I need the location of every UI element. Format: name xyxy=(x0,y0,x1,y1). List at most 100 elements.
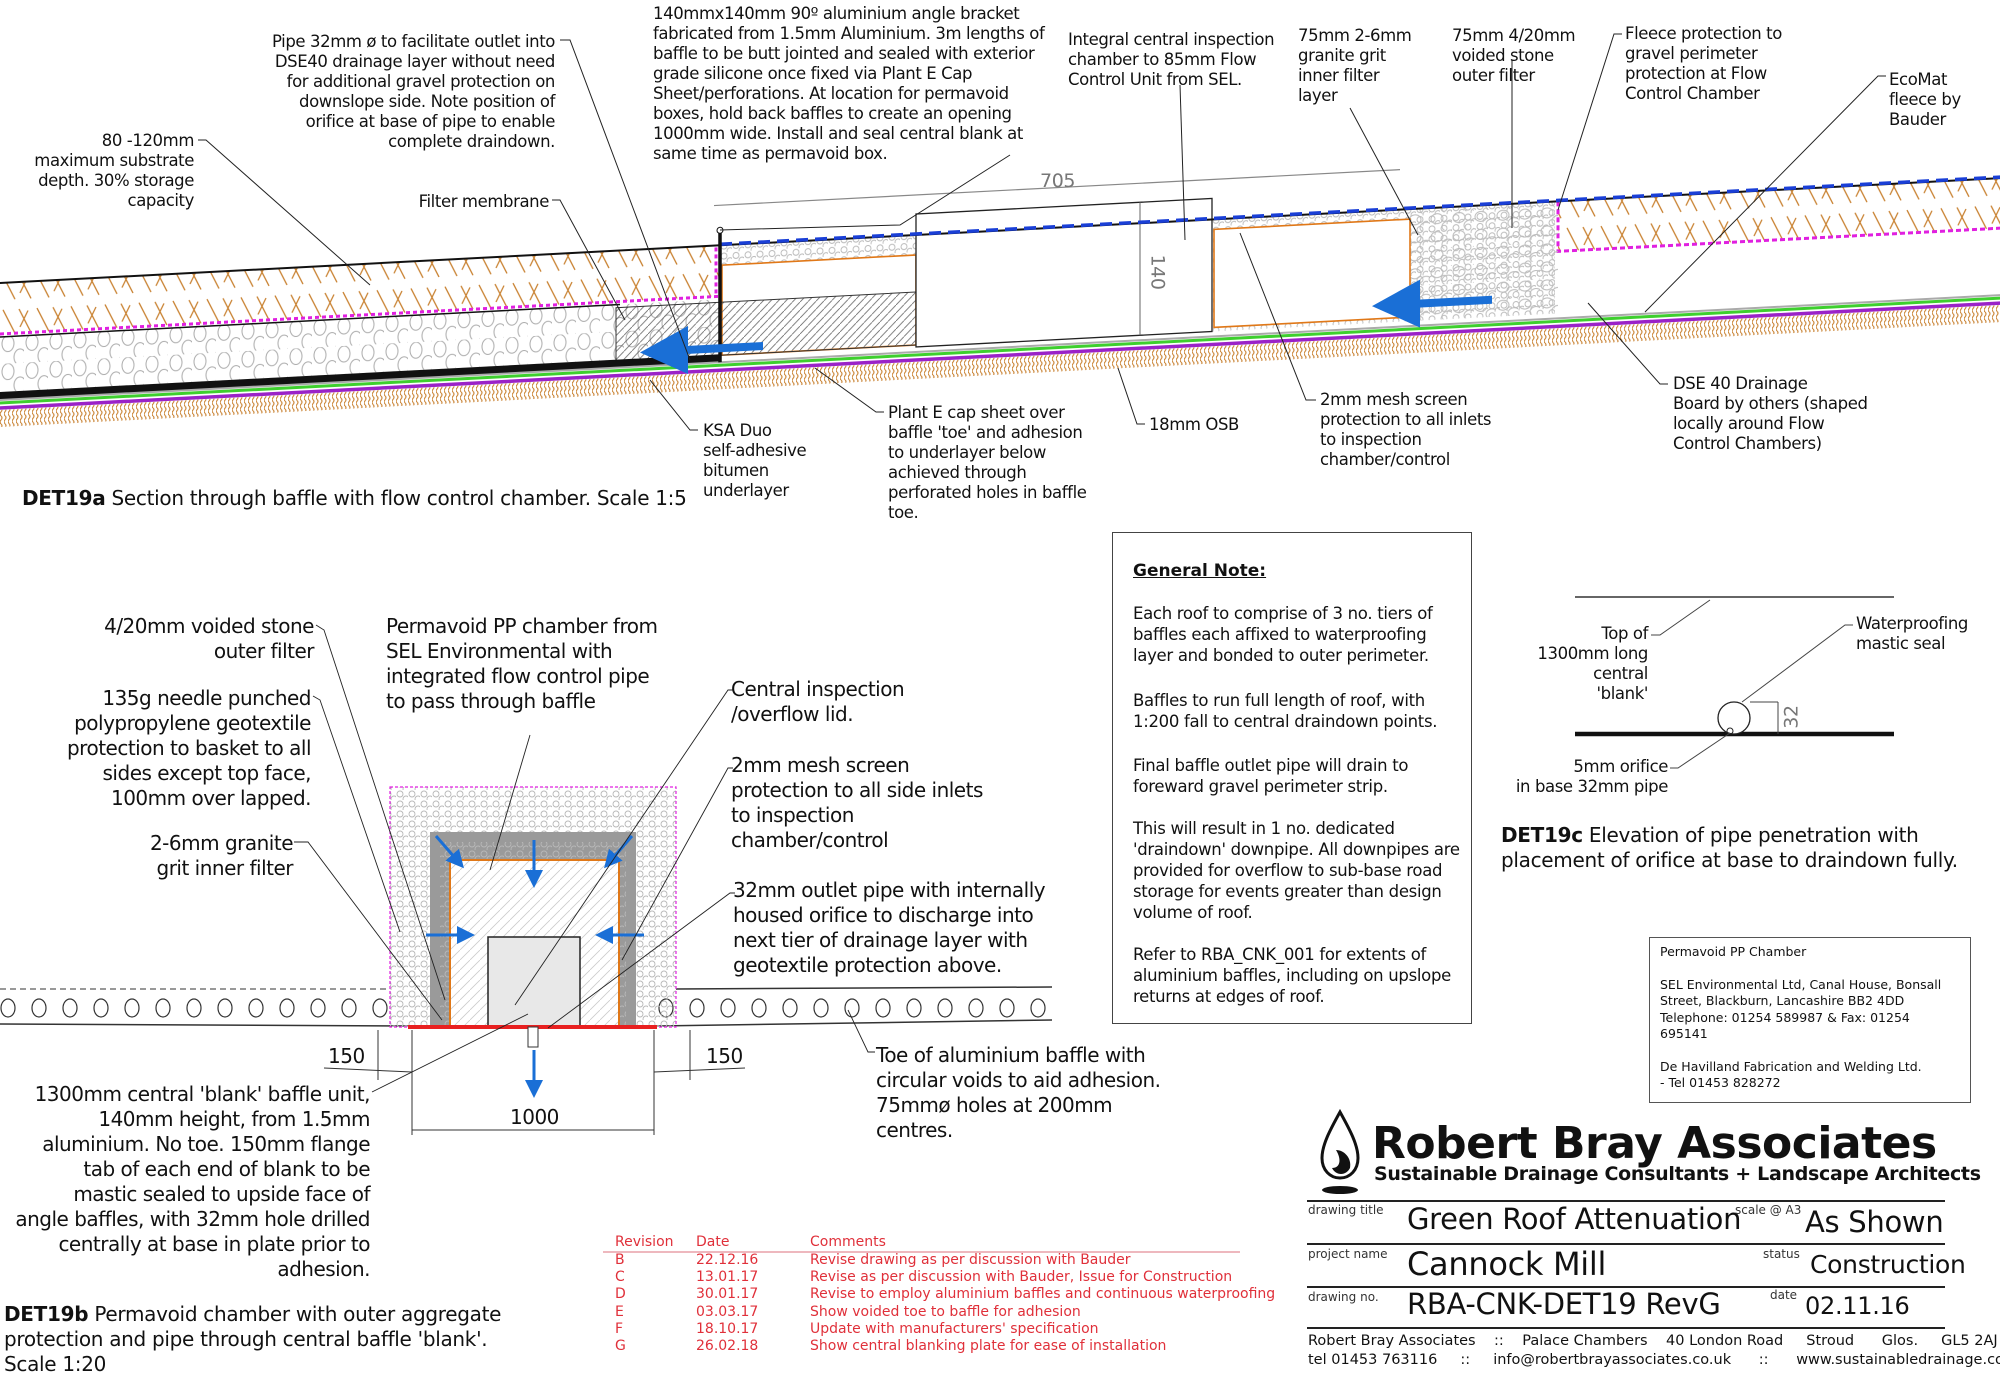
toe-hole xyxy=(279,998,295,1018)
toe-hole xyxy=(999,998,1015,1018)
label-osb: 18mm OSB xyxy=(1149,415,1239,434)
dimension-140: 140 xyxy=(1146,254,1169,290)
drawing-title-label: drawing title xyxy=(1308,1203,1384,1217)
title-block-rules xyxy=(1307,1200,1945,1329)
board-top-line xyxy=(0,303,620,338)
label-substrate-depth: 80 -120mm maximum substrate depth. 30% s… xyxy=(34,131,194,210)
toe-hole xyxy=(217,998,233,1018)
toe-hole xyxy=(689,998,705,1018)
toe-hole xyxy=(155,998,171,1018)
revision-date: 13.01.17 xyxy=(696,1269,759,1286)
supplier-dehavilland: De Havilland Fabrication and Welding Ltd… xyxy=(1660,1058,1922,1091)
dimension-1000: 1000 xyxy=(510,1105,559,1129)
label-mesh-screen: 2mm mesh screen protection to all inlets… xyxy=(1320,390,1492,469)
revision-date: 03.03.17 xyxy=(696,1303,759,1320)
label-dse40: DSE 40 Drainage Board by others (shaped … xyxy=(1673,374,1868,453)
caption-text: Section through baffle with flow control… xyxy=(105,486,687,510)
revision-comment: Show central blanking plate for ease of … xyxy=(810,1338,1167,1354)
project-name-label: project name xyxy=(1308,1247,1388,1261)
label-b-lid: Central inspection /overflow lid. xyxy=(731,677,905,726)
label-b-granite: 2-6mm granite grit inner filter xyxy=(149,831,294,880)
comments-header: Comments xyxy=(810,1234,886,1250)
supplier-sel: SEL Environmental Ltd, Canal House, Bons… xyxy=(1660,976,1942,1042)
revision-comment: Show voided toe to baffle for adhesion xyxy=(810,1303,1081,1320)
status-value: Construction xyxy=(1810,1250,1966,1279)
label-b-voided-stone: 4/20mm voided stone outer filter xyxy=(104,614,314,663)
label-c-mastic: Waterproofing mastic seal xyxy=(1856,614,1968,653)
caption-code: DET19b xyxy=(4,1302,89,1326)
toe-bottom-line-left xyxy=(0,1023,409,1027)
toe-top-line-right xyxy=(675,986,1053,990)
footer-contact: tel 01453 763116 :: info@robertbrayassoc… xyxy=(1308,1352,2000,1368)
section-a-drawing xyxy=(0,169,2000,427)
toe-hole xyxy=(62,998,78,1018)
water-level-line xyxy=(720,175,2000,247)
orifice xyxy=(1726,727,1734,735)
label-ksa-duo: KSA Duo self-adhesive bitumen underlayer xyxy=(703,421,807,500)
voided-stone-region xyxy=(1410,201,1558,322)
revision-comment: Update with manufacturers' specification xyxy=(810,1320,1099,1337)
label-b-toe: Toe of aluminium baffle with circular vo… xyxy=(876,1043,1161,1142)
dimension-705: 705 xyxy=(1040,170,1076,192)
chamber-basket-right xyxy=(1213,218,1411,329)
dimension-705-line xyxy=(714,169,1400,207)
toe-hole xyxy=(937,998,953,1018)
revision-date: 22.12.16 xyxy=(696,1252,759,1268)
grit-strip-left xyxy=(720,234,916,266)
revision-date: 18.10.17 xyxy=(696,1320,759,1337)
label-angle-bracket: 140mmx140mm 90º aluminium angle bracket … xyxy=(653,4,1045,163)
toe-hole xyxy=(782,998,798,1018)
toe-hole xyxy=(341,998,357,1018)
dimension-32: 32 xyxy=(1780,705,1803,729)
substrate-layer-left xyxy=(0,245,720,334)
grey-layer xyxy=(0,294,2000,401)
revision-rev: E xyxy=(615,1303,624,1320)
company-tagline: Sustainable Drainage Consultants + Lands… xyxy=(1374,1163,1981,1185)
label-c-orifice: 5mm orifice in base 32mm pipe xyxy=(1515,757,1669,796)
section-c-drawing xyxy=(1575,596,1894,769)
label-b-permavoid: Permavoid PP chamber from SEL Environmen… xyxy=(386,614,658,713)
label-b-outlet: 32mm outlet pipe with internally housed … xyxy=(733,878,1046,977)
toe-hole xyxy=(31,998,47,1018)
section-b-leaders xyxy=(294,624,875,1093)
note-paragraph: Final baffle outlet pipe will drain to f… xyxy=(1133,756,1409,796)
caption-code: DET19a xyxy=(22,486,106,510)
revision-rev: G xyxy=(615,1338,626,1354)
outlet-pipe xyxy=(527,1026,539,1048)
osb-layer xyxy=(0,305,2000,427)
revision-comment: Revise to employ aluminium baffles and c… xyxy=(810,1286,1276,1303)
caption-det19b: DET19b Permavoid chamber with outer aggr… xyxy=(4,1302,501,1377)
general-note-box: General Note: Each roof to comprise of 3… xyxy=(1112,532,1472,1024)
toe-hole xyxy=(751,998,767,1018)
note-paragraph: This will result in 1 no. dedicated 'dra… xyxy=(1133,819,1460,922)
revision-rev: B xyxy=(615,1252,625,1268)
dimension-150-right: 150 xyxy=(706,1044,743,1068)
general-note-title: General Note: xyxy=(1133,561,1267,581)
toe-hole xyxy=(124,998,140,1018)
toe-hole xyxy=(875,998,891,1018)
revision-rev: F xyxy=(615,1320,624,1337)
label-granite-grit: 75mm 2-6mm granite grit inner filter lay… xyxy=(1298,26,1412,105)
label-c-top-blank: Top of 1300mm long central 'blank' xyxy=(1537,624,1648,703)
pipe-circle xyxy=(1717,701,1751,735)
toe-hole xyxy=(0,998,16,1018)
drawing-title: Green Roof Attenuation xyxy=(1407,1202,1742,1236)
company-name: Robert Bray Associates xyxy=(1372,1118,1937,1169)
toe-hole xyxy=(186,998,202,1018)
green-layer xyxy=(0,296,2000,405)
project-name: Cannock Mill xyxy=(1407,1245,1607,1283)
caption-text: Permavoid chamber with outer aggregate p… xyxy=(4,1302,502,1376)
label-fleece-protection: Fleece protection to gravel perimeter pr… xyxy=(1625,24,1782,103)
note-paragraph: Baffles to run full length of roof, with… xyxy=(1133,691,1438,731)
toe-hole xyxy=(93,998,109,1018)
revision-rev: C xyxy=(615,1269,625,1286)
status-label: status xyxy=(1763,1247,1800,1261)
supplier-title: Permavoid PP Chamber xyxy=(1660,944,1807,959)
toe-hole xyxy=(720,998,736,1018)
label-voided-stone: 75mm 4/20mm voided stone outer filter xyxy=(1452,26,1576,85)
dse40-drainage-board xyxy=(0,299,720,392)
note-paragraph: Refer to RBA_CNK_001 for extents of alum… xyxy=(1133,945,1451,1006)
revision-date: 30.01.17 xyxy=(696,1286,759,1303)
label-plant-e-cap: Plant E cap sheet over baffle 'toe' and … xyxy=(888,403,1087,522)
